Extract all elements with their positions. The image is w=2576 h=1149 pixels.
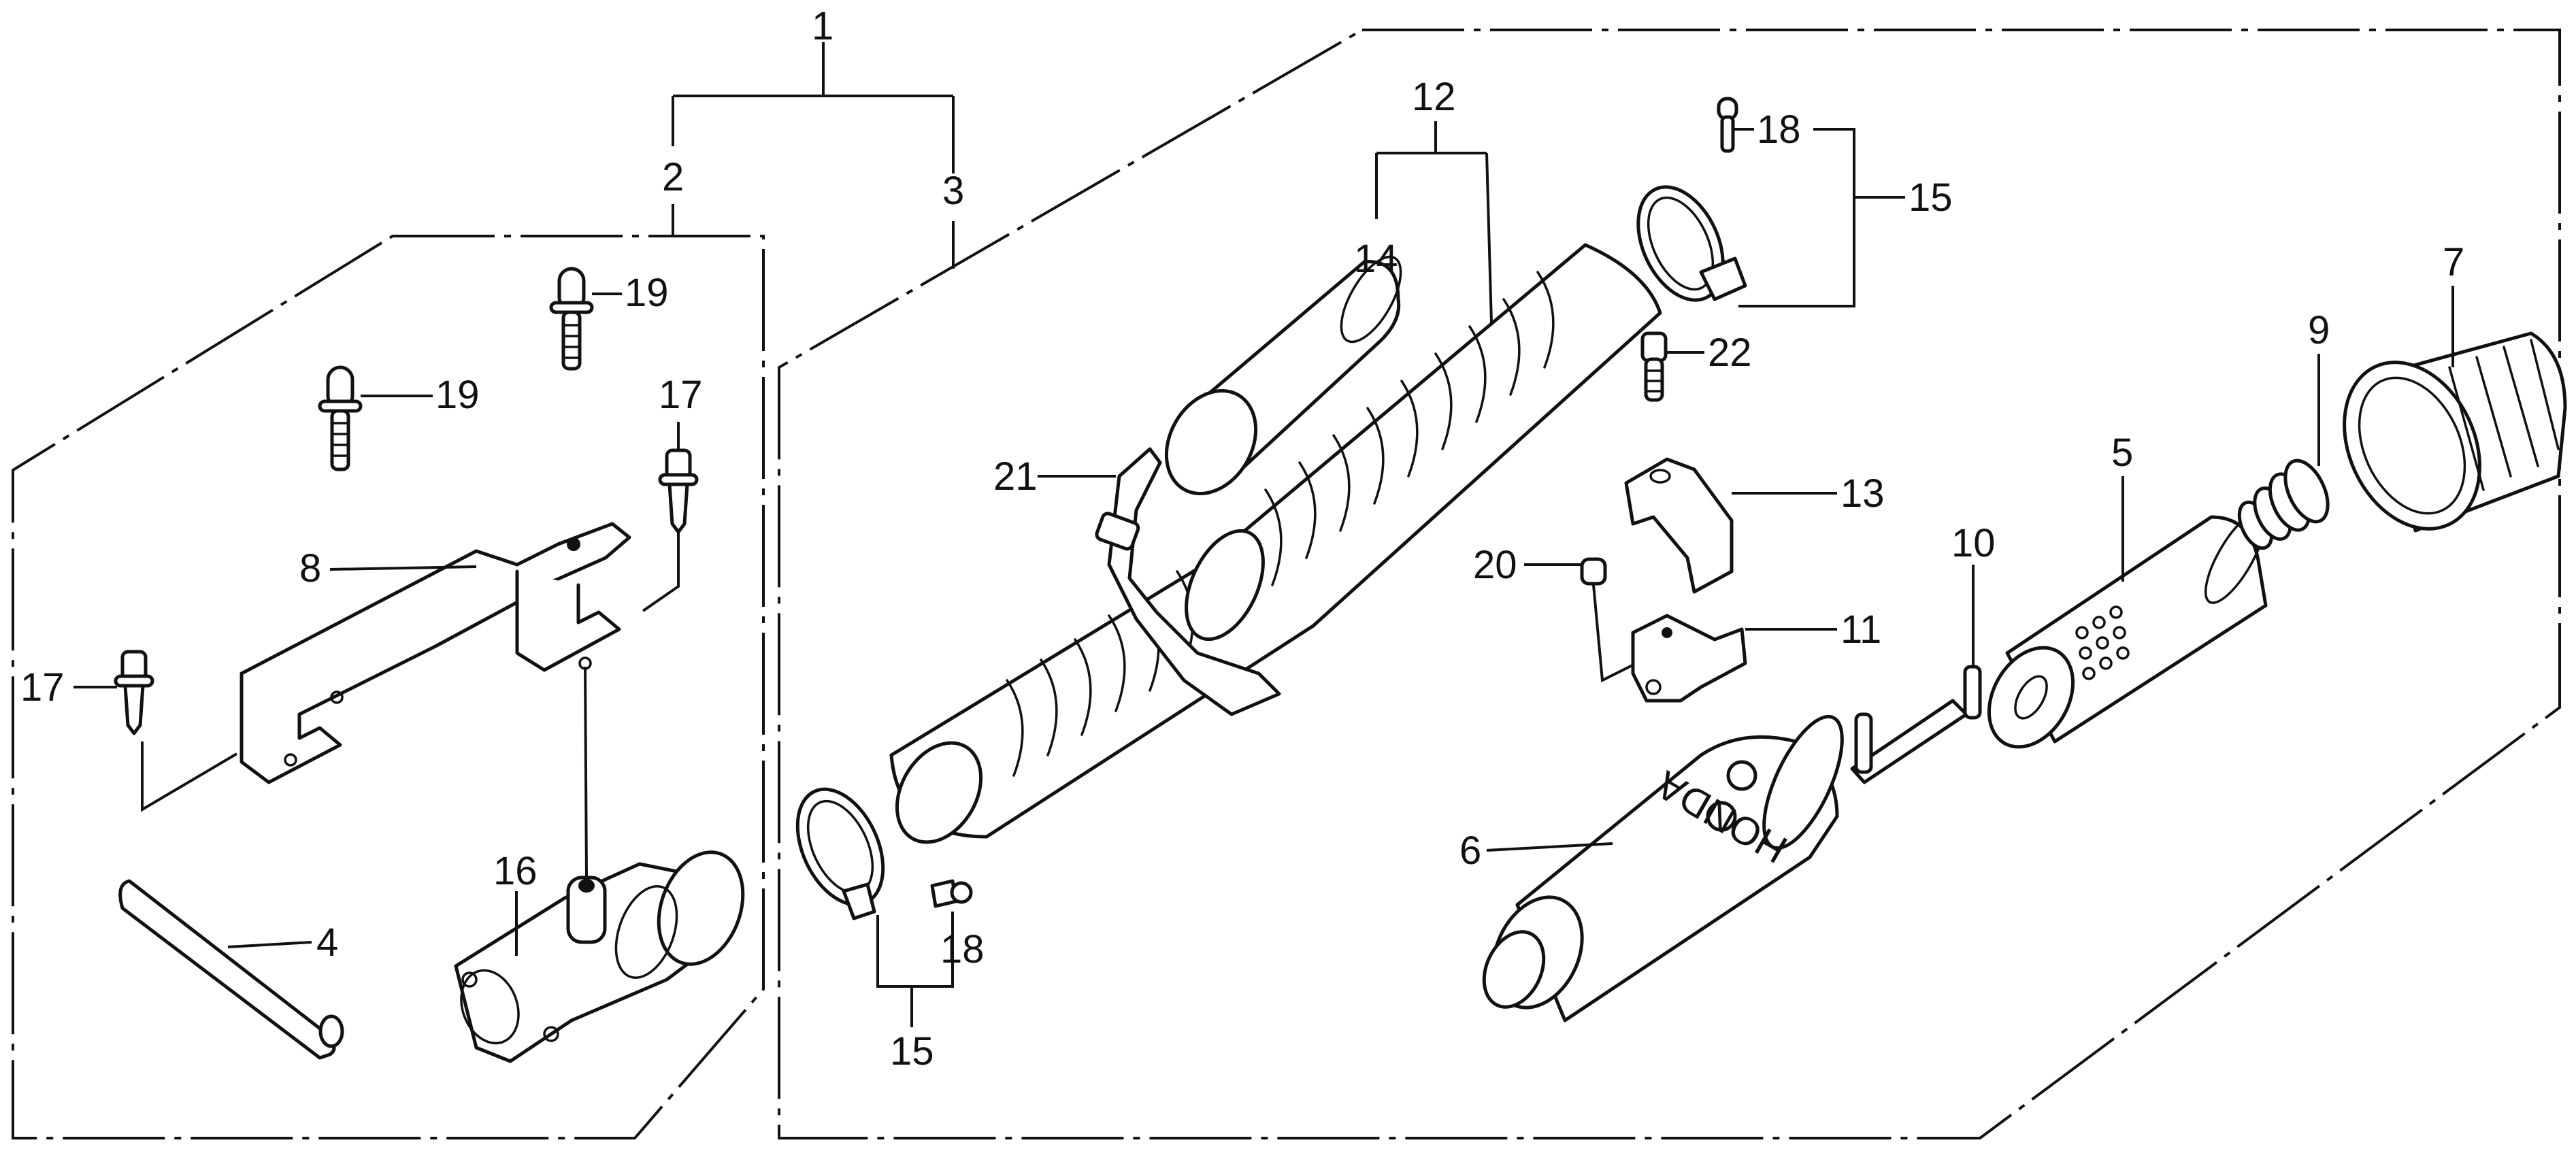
screw-19-lower	[318, 365, 363, 471]
callout-3: 3	[942, 169, 964, 213]
hose-clamp-15-upper	[1636, 185, 1747, 302]
callout-19b: 19	[435, 373, 480, 417]
hose-bracket-11	[1631, 614, 1747, 703]
leader-8-to-16	[584, 666, 588, 878]
callout-14: 14	[1354, 237, 1398, 281]
callout-6: 6	[1459, 829, 1481, 873]
leader-6	[1486, 842, 1613, 852]
callout-9: 9	[2308, 308, 2330, 352]
hose-clamp-15-lower	[795, 787, 885, 920]
perforation-holes	[2075, 605, 2130, 680]
callout-18a: 18	[1757, 107, 1801, 152]
bolt-17-upper	[658, 448, 699, 534]
callout-5: 5	[2111, 431, 2133, 475]
bracket-15-lower	[876, 912, 954, 1027]
spring-9	[2237, 459, 2330, 550]
bracket-15-upper	[1738, 128, 1905, 307]
callout-10: 10	[1951, 521, 1996, 565]
callout-12: 12	[1412, 75, 1456, 119]
leader-17-lower	[73, 686, 238, 812]
mounting-bracket-8	[240, 522, 631, 784]
callout-7: 7	[2443, 240, 2464, 284]
callout-18b: 18	[940, 927, 985, 971]
leader-17-upper	[642, 422, 680, 612]
frame-kit-left	[12, 235, 765, 1139]
corrugated-hose-12	[889, 243, 1662, 844]
foam-sleeve-14	[1164, 255, 1402, 495]
screw-19-upper	[549, 267, 594, 371]
callout-13: 13	[1840, 471, 1885, 516]
leader-4	[227, 941, 312, 948]
bracket-kit-all	[672, 42, 955, 269]
frame-kit-right	[778, 29, 2561, 1139]
callout-8: 8	[299, 546, 321, 590]
callout-2: 2	[662, 155, 684, 199]
callout-17b: 17	[20, 665, 65, 710]
leader-20	[1524, 563, 1637, 683]
hose-bracket-13	[1624, 457, 1734, 594]
bolt-22	[1640, 331, 1668, 402]
screw-18-lower	[930, 879, 973, 908]
callout-20: 20	[1473, 543, 1517, 587]
leader-8	[329, 565, 477, 571]
callout-1: 1	[812, 4, 833, 48]
callout-21: 21	[993, 454, 1038, 499]
air-cleaner-cap-7	[2343, 331, 2567, 533]
callout-22: 22	[1708, 331, 1752, 375]
bracket-12	[1375, 121, 1493, 324]
callout-19a: 19	[625, 271, 669, 315]
callout-15a: 15	[1909, 176, 1953, 220]
stud-plate-10	[1850, 665, 1982, 784]
hose-ribs	[1006, 271, 1555, 777]
callout-4: 4	[316, 920, 338, 965]
callout-16: 16	[493, 849, 538, 893]
callout-15b: 15	[890, 1029, 934, 1073]
bolt-17-lower	[114, 650, 154, 735]
intake-joint-16	[454, 850, 745, 1063]
tube-4	[118, 879, 344, 1060]
filter-element-5	[1987, 512, 2268, 749]
callout-11: 11	[1840, 607, 1881, 652]
screw-18-upper	[1717, 97, 1738, 153]
strap-21	[1095, 447, 1281, 716]
nut-20	[1580, 557, 1607, 586]
callout-17a: 17	[659, 373, 703, 417]
air-cleaner-case-6: HONDA	[1482, 714, 1844, 1022]
